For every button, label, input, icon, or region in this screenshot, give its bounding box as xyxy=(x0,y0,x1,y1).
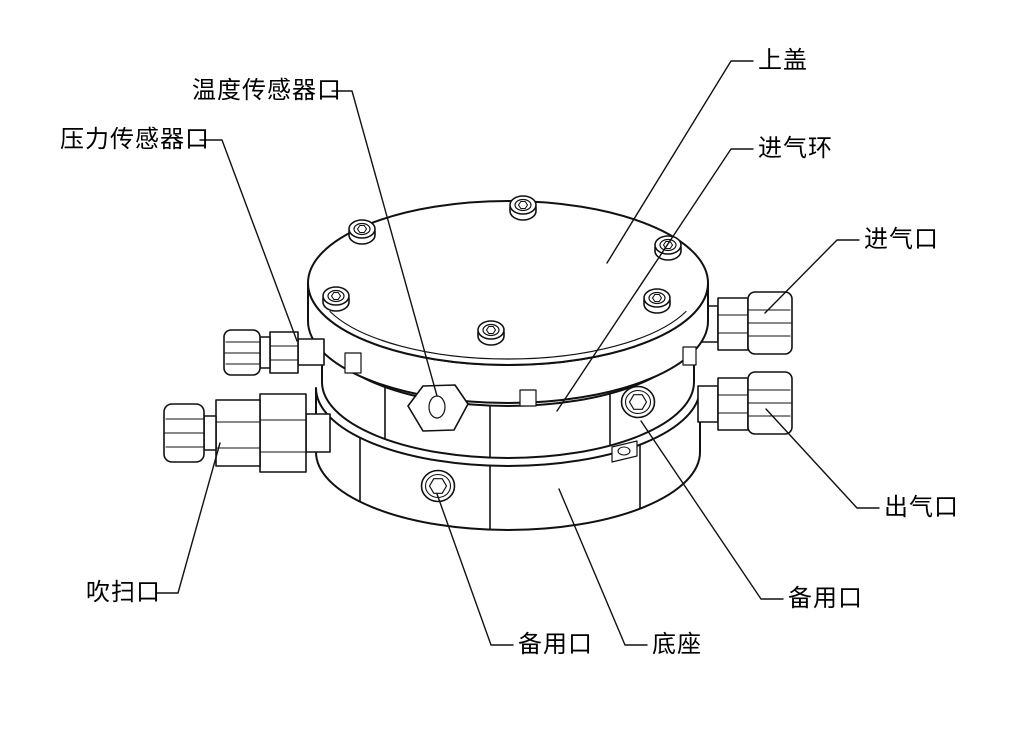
leader-top-cover xyxy=(606,60,754,264)
ring-slot xyxy=(682,346,697,366)
leader-intake-port xyxy=(764,239,860,314)
label-spare-port-right: 备用口 xyxy=(788,586,863,612)
ring-slot xyxy=(519,389,537,407)
top-cover-shape xyxy=(307,200,709,404)
purge-port-fitting xyxy=(163,393,331,473)
base-shape xyxy=(315,387,701,531)
leader-base xyxy=(558,488,648,646)
leader-lines xyxy=(155,60,880,646)
spare-port-screw-right xyxy=(620,385,656,419)
temperature-sensor-plug xyxy=(407,384,469,432)
outlet-port-fitting xyxy=(717,371,793,435)
pressure-sensor-fitting xyxy=(223,329,325,376)
ring-slot xyxy=(344,352,362,374)
label-outlet-port: 出气口 xyxy=(884,495,959,521)
leader-spare-port-bottom xyxy=(436,493,514,646)
front-details xyxy=(344,346,697,503)
label-temperature-sensor-port: 温度传感器口 xyxy=(192,78,342,104)
leader-pressure-sensor-port xyxy=(199,139,298,342)
leader-temperature-sensor-port xyxy=(331,90,438,397)
leader-intake-ring xyxy=(556,148,754,412)
leader-purge-port xyxy=(155,442,221,594)
intake-port-fitting xyxy=(717,291,793,355)
label-base: 底座 xyxy=(652,632,702,658)
base-slot xyxy=(611,440,638,463)
label-purge-port: 吹扫口 xyxy=(86,580,161,606)
label-top-cover: 上盖 xyxy=(758,48,808,74)
leader-outlet-port xyxy=(765,408,880,509)
label-spare-port-bottom: 备用口 xyxy=(518,632,593,658)
label-intake-ring: 进气环 xyxy=(758,136,833,162)
label-intake-port: 进气口 xyxy=(864,227,939,253)
leader-spare-port-right xyxy=(640,420,784,600)
label-pressure-sensor-port: 压力传感器口 xyxy=(60,127,210,153)
